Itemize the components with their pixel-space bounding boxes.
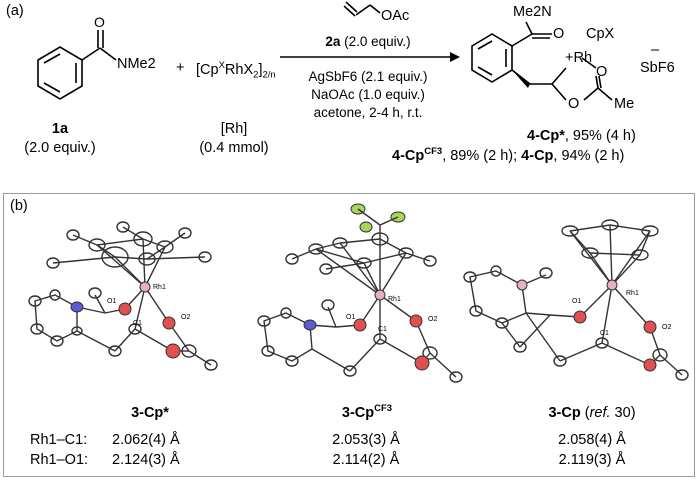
product-o-acetate: O [596, 64, 608, 80]
structure-name-cp: 3-Cp (ref. 30) [548, 405, 636, 421]
bond-label-rh1-c1: Rh1–C1: [30, 432, 88, 448]
ortep-structure-cp-cf3: Rh1 O1 O2 C1 [257, 203, 463, 383]
vinyl-acetate-structure [343, 1, 381, 17]
catalyst-formula: [CpXRhX2]2/n [196, 60, 276, 81]
condition-line-3: NaOAc (1.0 equiv.) [311, 87, 425, 102]
product-cpx: CpX [586, 26, 615, 42]
atom-label-rh1: Rh1 [153, 284, 166, 291]
result-line-2: 4-CpCF3, 89% (2 h); 4-Cp, 94% (2 h) [392, 146, 625, 164]
condition-line-4: acetone, 2-4 h, r.t. [313, 105, 423, 120]
panel-a-label: (a) [6, 3, 24, 19]
atom-label-o1: O1 [346, 314, 355, 321]
catalyst-tag: [Rh] [220, 121, 248, 137]
atom-label-c1: C1 [378, 326, 387, 333]
structure-name-cp-cf3: 3-CpCF3 [341, 403, 393, 421]
panel-b-frame [3, 193, 695, 477]
atom-label-o2: O2 [181, 314, 190, 321]
catalyst-amount: (0.4 mmol) [199, 140, 269, 156]
atom-label-rh1: Rh1 [388, 296, 401, 303]
svg-text:O: O [94, 14, 105, 30]
product-4-structure [471, 21, 613, 101]
product-me2n: Me2N [513, 4, 552, 20]
bond-value-cp-c1: 2.058(4) Å [558, 432, 626, 448]
counterion-sbf6: SbF6 [640, 60, 675, 76]
bond-value-cp-o1: 2.119(3) Å [558, 452, 626, 468]
atom-label-o1: O1 [107, 298, 116, 305]
result-line-1: 4-Cp*, 95% (4 h) [527, 128, 636, 144]
condition-line-2: AgSbF6 (2.1 equiv.) [308, 69, 428, 84]
product-o-ester: O [568, 96, 580, 112]
plus-sign: + [176, 60, 185, 76]
compound-1a-id: 1a [51, 121, 69, 137]
atom-label-o1: O1 [572, 298, 581, 305]
bond-value-cp-cf3-c1: 2.053(3) Å [332, 432, 400, 448]
atom-label-c1: C1 [133, 320, 142, 327]
atom-label-c1: C1 [600, 330, 609, 337]
reaction-arrow [280, 52, 460, 62]
ortep-structure-cp-star: Rh1 O1 O2 C1 [28, 221, 218, 371]
product-rh: +Rh [565, 50, 593, 66]
panel-b-label: (b) [10, 198, 28, 214]
product-o-carbonyl: O [553, 26, 565, 42]
vinyl-acetate-oac: OAc [381, 8, 410, 24]
atom-label-o2: O2 [428, 316, 437, 323]
benzamide-structure: O [37, 14, 117, 100]
product-me: Me [614, 96, 635, 112]
atom-label-o2: O2 [662, 324, 671, 331]
bond-value-cp-star-o1: 2.124(3) Å [112, 452, 180, 468]
atom-label-rh1: Rh1 [626, 290, 639, 297]
bond-value-cp-star-c1: 2.062(4) Å [112, 432, 180, 448]
condition-line-1: 2a (2.0 equiv.) [325, 34, 411, 49]
bond-label-rh1-o1: Rh1–O1: [30, 452, 89, 468]
compound-1a-amount: (2.0 equiv.) [24, 140, 96, 156]
counterion-minus: – [651, 42, 660, 58]
benzamide-nme2: NMe2 [117, 56, 156, 72]
ortep-structure-cp: Rh1 O1 O2 C1 [463, 219, 689, 381]
structure-name-cp-star: 3-Cp* [131, 405, 169, 421]
bond-value-cp-cf3-o1: 2.114(2) Å [332, 452, 400, 468]
